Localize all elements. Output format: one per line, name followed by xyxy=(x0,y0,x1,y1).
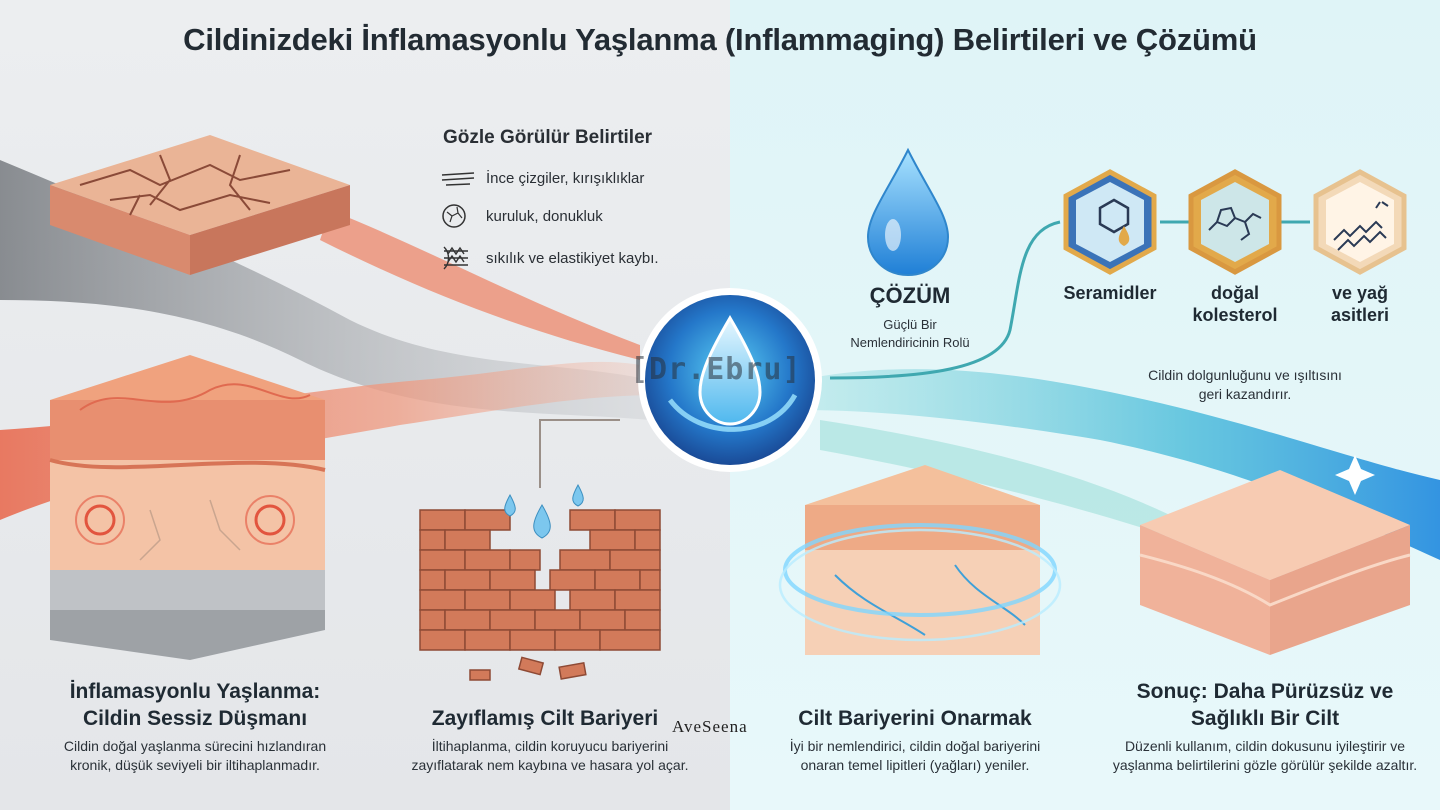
ceramide-icon xyxy=(1063,169,1157,275)
water-drops-icon xyxy=(504,483,584,539)
symptoms-heading: Gözle Görülür Belirtiler xyxy=(443,127,653,148)
fatty-acid-icon xyxy=(1313,169,1407,275)
solution-subtitle: Güçlü Bir Nemlendiricinin Rolü xyxy=(850,317,970,350)
section-desc-result: Düzenli kullanım, cildin dokusunu iyileş… xyxy=(1112,738,1418,773)
ingredient-label: Seramidler xyxy=(1063,283,1157,303)
solution-droplet-icon xyxy=(866,147,950,277)
watermark: [Dr.Ebru] xyxy=(630,352,802,387)
section-title-result: Sonuç: Daha Pürüzsüz ve Sağlıklı Bir Cil… xyxy=(1136,680,1394,730)
cholesterol-icon xyxy=(1188,169,1282,275)
ingredient-label: ve yağ asitleri xyxy=(1330,283,1390,325)
section-title-inflammaging: İnflamasyonlu Yaşlanma: Cildin Sessiz Dü… xyxy=(69,680,321,730)
central-hydration-medallion xyxy=(638,288,822,472)
symptom-label: sıkılık ve elastikiyet kaybı. xyxy=(486,249,659,267)
section-title-repair: Cilt Bariyerini Onarmak xyxy=(798,707,1032,730)
smooth-skin-cube-illustration xyxy=(1139,455,1411,655)
section-desc-repair: İyi bir nemlendirici, cildin doğal bariy… xyxy=(789,738,1041,773)
elasticity-icon xyxy=(443,246,468,270)
inflamed-skin-cube-illustration xyxy=(49,355,326,660)
section-desc-inflammaging: Cildin doğal yaşlanma sürecini hızlandır… xyxy=(63,738,327,773)
brand-logo: AveSeena xyxy=(672,717,748,736)
dryness-icon xyxy=(442,204,466,228)
section-desc-weak-barrier: İltihaplanma, cildin koruyucu bariyerini… xyxy=(411,738,689,773)
repaired-skin-cube-illustration xyxy=(778,465,1062,655)
solution-heading: ÇÖZÜM xyxy=(869,283,951,308)
page-title: Cildinizdeki İnflamasyonlu Yaşlanma (Inf… xyxy=(183,22,1257,57)
section-title-weak-barrier: Zayıflamış Cilt Bariyeri xyxy=(431,707,659,730)
ingredients-note: Cildin dolgunluğunu ve ışıltısını geri k… xyxy=(1148,367,1342,402)
symptom-row: sıkılık ve elastikiyet kaybı. xyxy=(440,245,659,271)
broken-brick-wall-illustration xyxy=(419,509,661,681)
fine-lines-icon xyxy=(441,172,475,186)
cracked-skin-illustration xyxy=(50,135,350,275)
symptom-row: kuruluk, donukluk xyxy=(440,203,603,229)
symptom-label: kuruluk, donukluk xyxy=(486,207,603,225)
symptom-row: İnce çizgiler, kırışıklıklar xyxy=(440,165,644,191)
ingredient-label: doğal kolesterol xyxy=(1192,283,1278,325)
symptom-label: İnce çizgiler, kırışıklıklar xyxy=(486,169,645,187)
